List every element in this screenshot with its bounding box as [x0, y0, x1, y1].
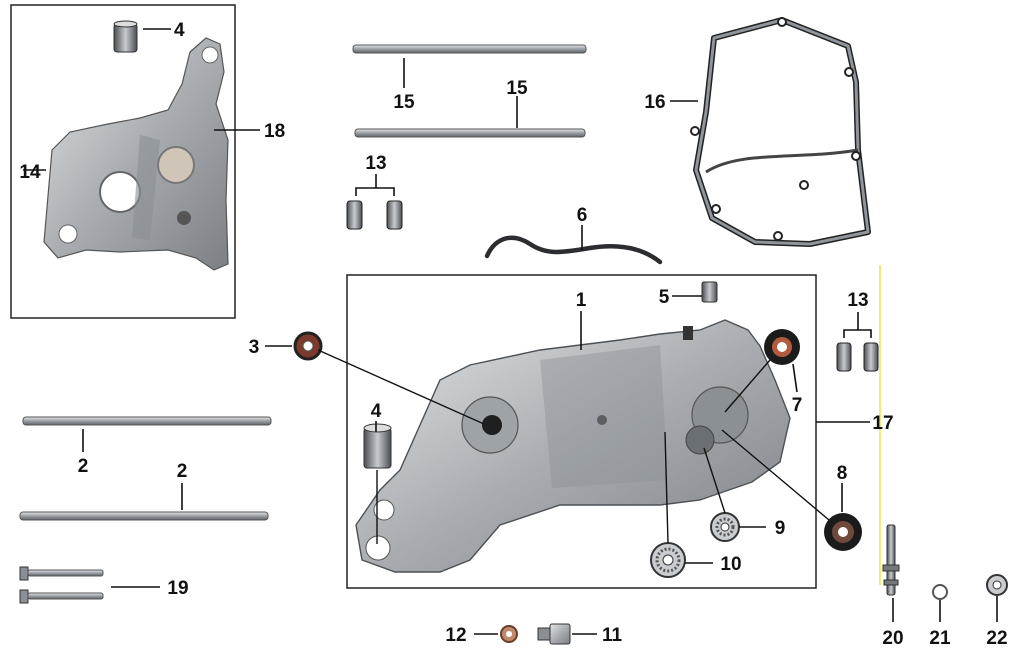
callout-2-upper: 2: [78, 456, 89, 477]
callout-4-inset: 4: [174, 20, 185, 41]
callout-1: 1: [576, 290, 587, 311]
stud-2-upper: [22, 416, 272, 426]
drain-bolt-11: [537, 623, 571, 645]
callout-8: 8: [837, 463, 848, 484]
bearing-22: [986, 574, 1008, 596]
callout-19: 19: [167, 578, 188, 599]
stud-2-lower: [19, 511, 269, 521]
washer-12: [500, 625, 518, 643]
gasket-16: [690, 17, 871, 247]
bushing-4-inset: [113, 20, 138, 53]
dowel-pins-13-upper: [346, 200, 403, 230]
bearing-10: [650, 542, 686, 578]
stud-15-upper: [352, 44, 587, 54]
crankcase-half-14: [43, 37, 229, 271]
callout-14: 14: [19, 162, 41, 183]
oil-seal-7: [764, 329, 800, 365]
callout-3: 3: [249, 337, 260, 358]
stud-15-lower: [354, 128, 586, 138]
dowel-pins-13-right: [836, 342, 879, 372]
callout-20: 20: [882, 628, 903, 649]
callout-5: 5: [659, 287, 670, 308]
callout-2-lower: 2: [177, 461, 188, 482]
callout-13-right: 13: [847, 290, 868, 311]
shaft-20: [882, 524, 900, 596]
bearing-9: [710, 512, 740, 542]
callout-22: 22: [986, 628, 1007, 649]
callout-17: 17: [872, 413, 893, 434]
callout-9: 9: [775, 518, 786, 539]
callout-4-main: 4: [371, 401, 382, 422]
callout-6: 6: [577, 205, 588, 226]
bushing-5: [701, 281, 718, 303]
crankcase-1: [355, 319, 791, 573]
breather-pipe-6: [484, 235, 663, 265]
callout-18: 18: [264, 121, 285, 142]
callout-16: 16: [644, 92, 665, 113]
callout-13-upper: 13: [365, 153, 386, 174]
callout-7: 7: [792, 395, 803, 416]
bolts-19: [19, 566, 104, 604]
bushing-4-main: [363, 423, 392, 469]
callout-21: 21: [929, 628, 951, 649]
callout-12: 12: [445, 625, 466, 646]
callout-15-upper: 15: [393, 92, 415, 113]
main-frame-17: [346, 274, 817, 589]
oil-seal-3: [293, 331, 323, 361]
callout-15-lower: 15: [506, 78, 528, 99]
callout-10: 10: [720, 554, 741, 575]
o-ring-21: [932, 584, 948, 600]
oil-seal-8: [824, 513, 862, 551]
callout-11: 11: [602, 625, 623, 646]
